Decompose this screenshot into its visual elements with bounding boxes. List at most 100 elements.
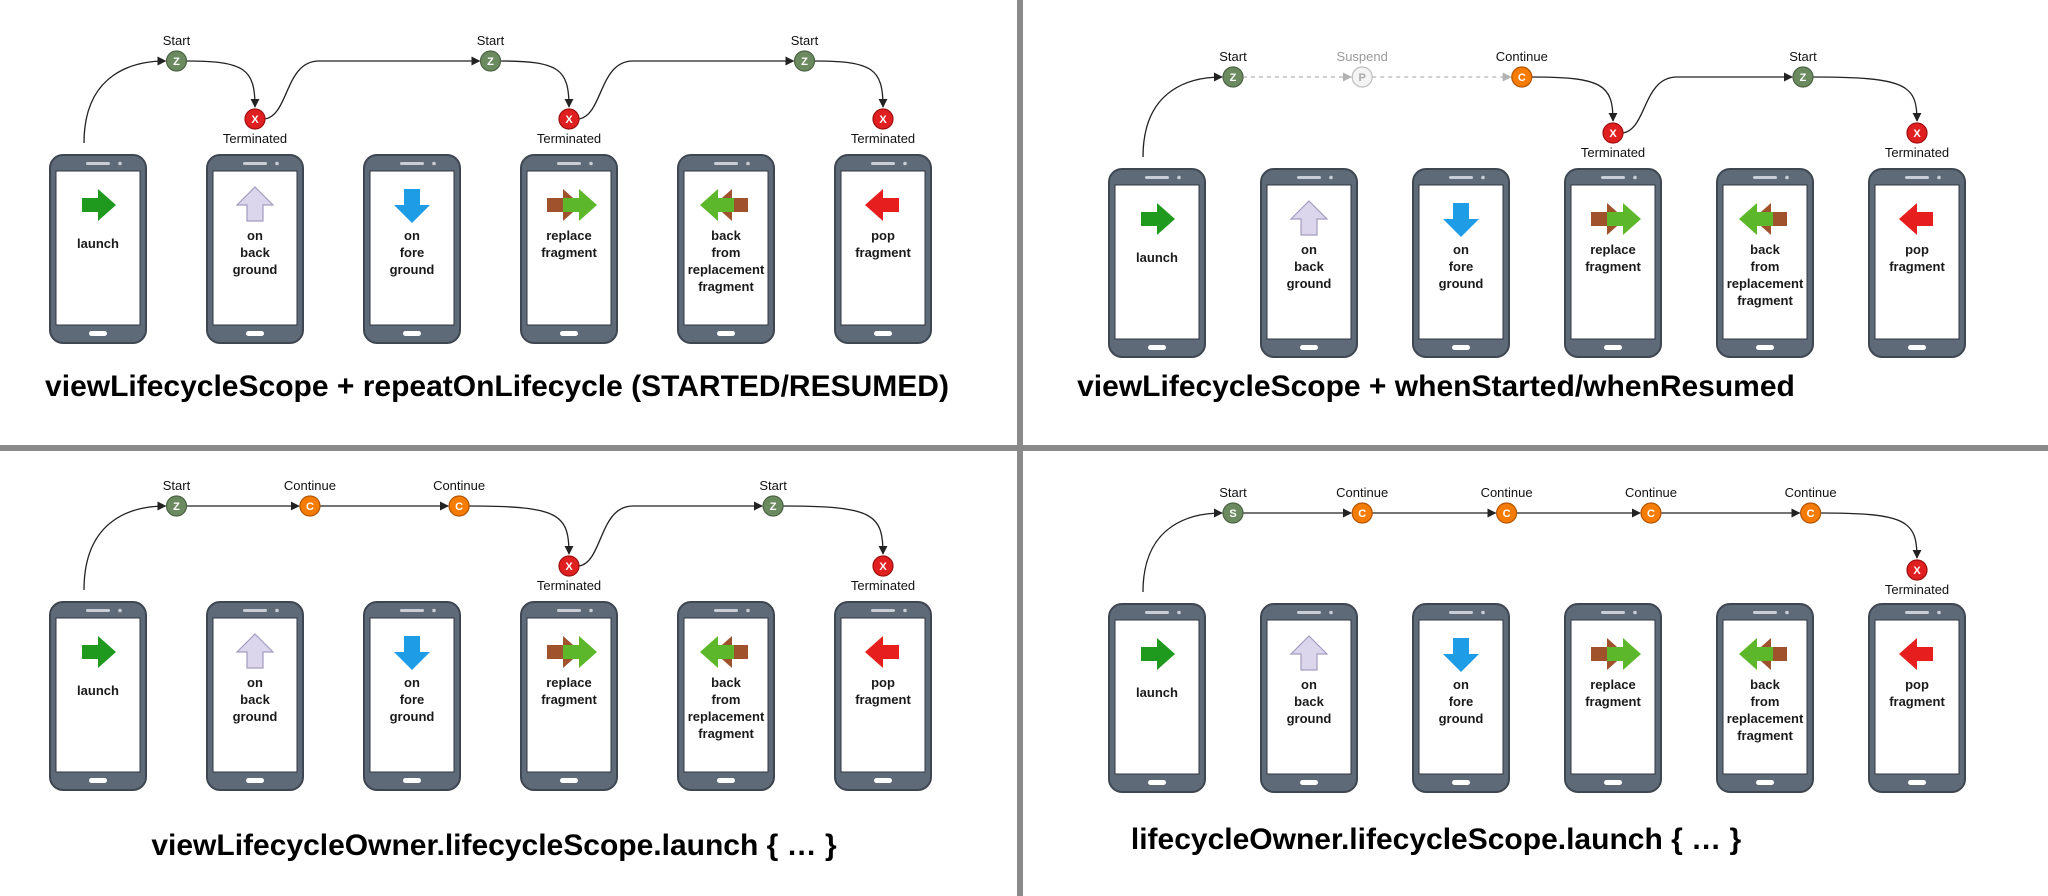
panel-2: launchonbackgroundonforegroundreplacefra… (1077, 49, 1966, 403)
connector-4 (578, 56, 795, 120)
phone-camera (1481, 610, 1485, 615)
phone-label-line: fragment (1889, 694, 1945, 709)
phone-label-line: pop (1905, 242, 1929, 257)
panel-1: launchonbackgroundonforegroundreplacefra… (45, 33, 949, 403)
start-node-letter: Z (801, 56, 808, 68)
start-node-letter: Z (1800, 72, 1807, 84)
phone-camera (118, 608, 122, 613)
start-label: Start (791, 33, 819, 48)
phone-camera (1329, 610, 1333, 615)
connector-5 (814, 60, 888, 108)
start-label: Start (1219, 49, 1247, 64)
connector-3 (1531, 76, 1618, 122)
start-node-circle (479, 50, 502, 72)
phone-label-line: fragment (855, 245, 911, 260)
phone-camera (432, 608, 436, 613)
phone-label-line: on (1453, 242, 1469, 257)
state-node-continue: C Continue (284, 478, 336, 517)
replace-arrow-icon (547, 636, 597, 668)
phone-home-button (717, 778, 735, 783)
phone-label-line: on (247, 228, 263, 243)
launch-arrow-icon (82, 189, 116, 221)
phone-home-button (1300, 345, 1318, 350)
phone-label-line: pop (871, 675, 895, 690)
phone-speaker (1297, 176, 1321, 179)
pop-arrow-icon (1899, 203, 1933, 235)
phone-label-line: ground (390, 709, 435, 724)
continue-label: Continue (284, 478, 336, 493)
terminated-label: Terminated (537, 131, 601, 146)
phone-home-button (1300, 780, 1318, 785)
suspend-label: Suspend (1337, 49, 1388, 64)
phone-label-line: ground (1439, 711, 1484, 726)
phone-home-button (560, 331, 578, 336)
phone-label-line: on (1453, 677, 1469, 692)
panel-title: viewLifecycleScope + repeatOnLifecycle (… (45, 370, 949, 403)
continue-label: Continue (433, 478, 485, 493)
phone-speaker (1753, 611, 1777, 614)
start-node-letter: S (1229, 508, 1236, 520)
continue-node-letter: C (1503, 508, 1511, 520)
phone-label-line: ground (1287, 711, 1332, 726)
connector-3 (469, 505, 574, 555)
start-node-circle (762, 495, 784, 517)
phone-speaker (1753, 176, 1777, 179)
suspend-node-circle (1351, 66, 1373, 88)
phone-speaker (86, 162, 110, 165)
continue-node-circle (1511, 66, 1533, 88)
phone-camera (432, 161, 436, 166)
launch-arrow-icon (82, 636, 116, 668)
terminated-node-letter: X (565, 561, 573, 573)
start-label: Start (163, 478, 191, 493)
terminated-node-letter: X (1609, 128, 1617, 140)
phone-label-line: replace (1590, 242, 1636, 257)
panel-4: launchonbackgroundonforegroundreplacefra… (1108, 485, 1966, 856)
phone-camera (1937, 610, 1941, 615)
connector-2 (264, 56, 481, 120)
phone-camera (1785, 610, 1789, 615)
terminated-label: Terminated (223, 131, 287, 146)
terminated-node-letter: X (565, 114, 573, 126)
phone-home-button (717, 331, 735, 336)
phone-camera (1633, 610, 1637, 615)
continue-label: Continue (1336, 485, 1388, 500)
pop-arrow-icon (1899, 638, 1933, 670)
terminated-label: Terminated (851, 578, 915, 593)
continue-node-circle (299, 495, 321, 517)
replace-arrow-icon (547, 189, 597, 221)
phone-camera (746, 608, 750, 613)
phone-home-button (874, 331, 892, 336)
start-node-letter: Z (1230, 72, 1237, 84)
phone-home-button (1908, 780, 1926, 785)
connector-initial (83, 501, 167, 591)
phone-speaker (1601, 611, 1625, 614)
phone-home-button (1148, 345, 1166, 350)
continue-node-letter: C (306, 501, 314, 513)
start-node-circle (1792, 66, 1814, 88)
state-node-start: Z Start (1219, 49, 1247, 88)
phone-speaker (871, 609, 895, 612)
phone-label-line: fragment (541, 245, 597, 260)
suspend-node-letter: P (1359, 72, 1366, 84)
phone-speaker (1905, 176, 1929, 179)
phone-home-button (560, 778, 578, 783)
phone-speaker (1601, 176, 1625, 179)
phone-label-line: fragment (855, 692, 911, 707)
phone-camera (275, 161, 279, 166)
phone-home-button (874, 778, 892, 783)
phone-label-line: launch (77, 683, 119, 698)
